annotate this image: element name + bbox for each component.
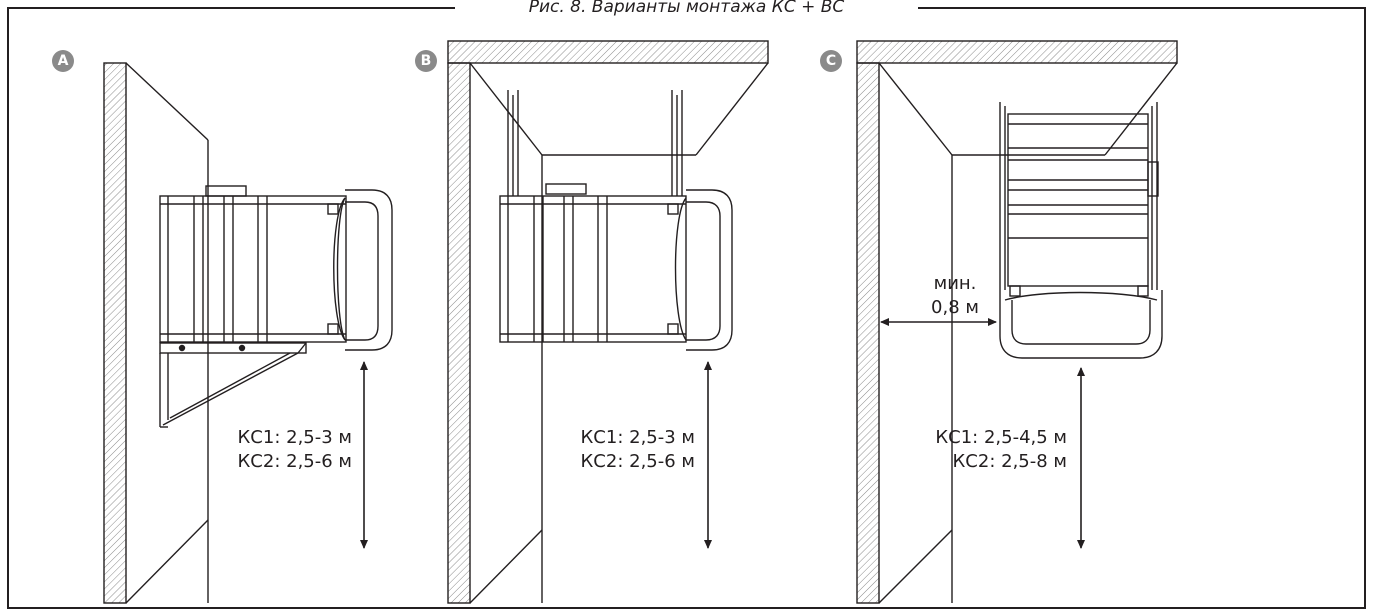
- panel-b-rods: [507, 90, 683, 196]
- panel-c-clearance-value: 0,8 м: [931, 297, 979, 318]
- panel-c-clearance-label: мин. 0,8 м: [905, 272, 1005, 320]
- panel-b-ceiling: [447, 40, 769, 64]
- panel-b-wall: [447, 62, 471, 604]
- panel-b-curtain-unit: [499, 183, 733, 351]
- panel-a-kc1-range: КС1: 2,5-3 м: [237, 427, 352, 448]
- panel-c-curtain-unit: [999, 102, 1163, 359]
- panel-b-drawing: [447, 40, 769, 604]
- panel-c-badge: C: [820, 50, 842, 72]
- panel-c-drawing: [856, 40, 1178, 604]
- panel-a-wall: [103, 62, 127, 604]
- panel-a-bracket: [159, 342, 307, 428]
- panel-b-kc1-range: КС1: 2,5-3 м: [580, 427, 695, 448]
- panel-c-clearance-min: мин.: [933, 273, 977, 294]
- panel-c-wall: [856, 62, 880, 604]
- panel-a-drawing: [103, 62, 393, 604]
- panel-a-height-label: КС1: 2,5-3 м КС2: 2,5-6 м: [212, 426, 352, 474]
- panel-a-curtain-unit: [159, 185, 393, 351]
- panel-c-height-label: КС1: 2,5-4,5 м КС2: 2,5-8 м: [900, 426, 1067, 474]
- panel-b-height-label: КС1: 2,5-3 м КС2: 2,5-6 м: [555, 426, 695, 474]
- outer-frame: [7, 7, 1366, 609]
- panel-c-kc2-range: КС2: 2,5-8 м: [952, 451, 1067, 472]
- panel-a-badge: A: [52, 50, 74, 72]
- panel-a-kc2-range: КС2: 2,5-6 м: [237, 451, 352, 472]
- panel-c-kc1-range: КС1: 2,5-4,5 м: [935, 427, 1067, 448]
- panel-b-badge: B: [415, 50, 437, 72]
- panel-b-kc2-range: КС2: 2,5-6 м: [580, 451, 695, 472]
- panel-c-ceiling: [856, 40, 1178, 64]
